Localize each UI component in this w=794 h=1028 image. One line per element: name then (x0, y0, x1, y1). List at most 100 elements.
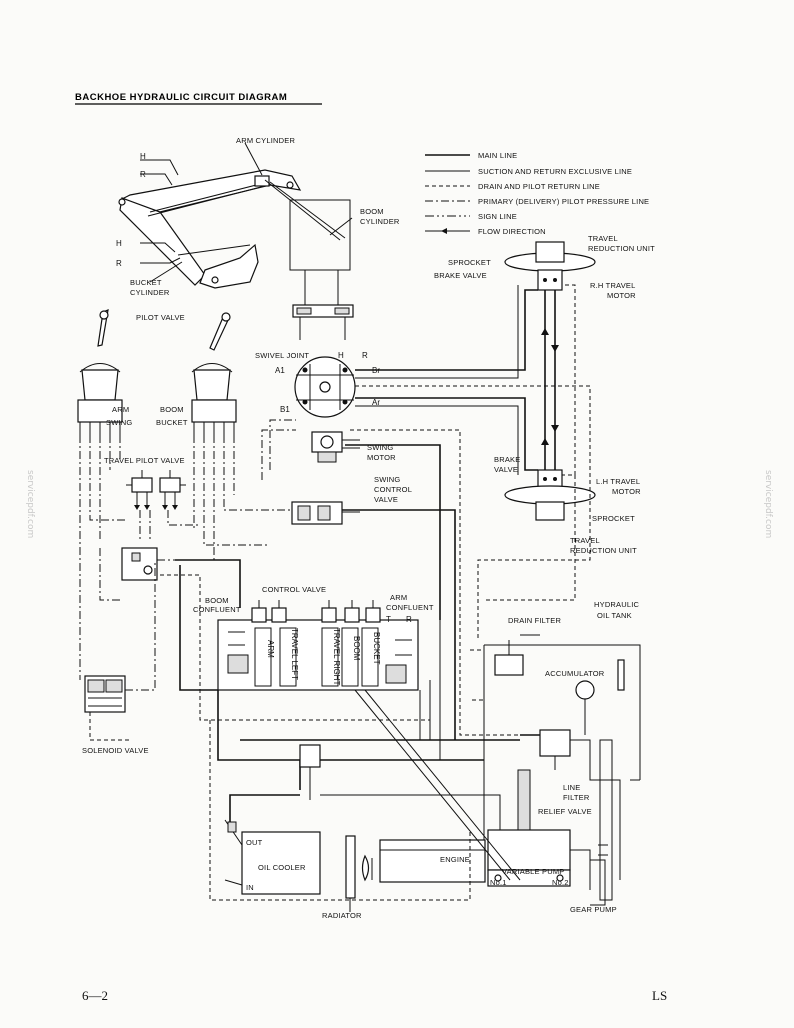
port-r-mid: R (116, 259, 122, 268)
port-b1: B1 (280, 405, 290, 414)
watermark-right: servicepdf.com (763, 470, 773, 538)
lh-travel-motor-label-1: L.H TRAVEL (596, 477, 640, 486)
hydraulic-oil-tank-label-2: OIL TANK (597, 611, 632, 620)
hydraulic-oil-tank (483, 634, 641, 845)
hydraulic-oil-tank-label-1: HYDRAULIC (594, 600, 640, 609)
center-joint (299, 744, 321, 768)
spool-travel-left-label: TRAVEL LEFT (290, 628, 299, 680)
control-valve (217, 600, 419, 691)
boom-arm-linkage (118, 142, 353, 289)
oil-cooler (224, 819, 321, 895)
oil-cooler-label: OIL COOLER (258, 863, 306, 872)
bucket-cylinder-rod (177, 244, 251, 256)
solenoid-valve (84, 560, 156, 741)
pilot-valve-left (77, 309, 123, 435)
page-number: 6—2 (82, 988, 108, 1003)
port-ar: Ar (372, 398, 380, 407)
radiator-label: RADIATOR (322, 911, 362, 920)
main-circuit-lower (209, 620, 640, 901)
drain-loop (355, 385, 591, 640)
arm-swing-label-1: ARM (112, 405, 129, 414)
boom-bucket-label-2: BUCKET (156, 418, 188, 427)
line-filter-label-1: LINE (563, 783, 580, 792)
oil-cooler-in-label: IN (246, 883, 254, 892)
legend-label-pilot: PRIMARY (DELIVERY) PILOT PRESSURE LINE (478, 197, 649, 206)
swivel-joint (294, 356, 356, 418)
flow-arrow-icon (441, 228, 447, 234)
spool-boom-label: BOOM (352, 636, 361, 661)
accumulator-icon (575, 680, 595, 700)
rh-travel-motor-label-1: R.H TRAVEL (590, 281, 635, 290)
brake-valve-top-label: BRAKE VALVE (434, 271, 487, 280)
swing-motor-label-2: MOTOR (367, 453, 396, 462)
legend-label-sign: SIGN LINE (478, 212, 517, 221)
variable-pump (487, 829, 591, 890)
swivel-joint-label: SWIVEL JOINT (255, 351, 309, 360)
legend-label-flow: FLOW DIRECTION (478, 227, 546, 236)
spool-arm-label: ARM (266, 640, 275, 658)
port-t-label: T (386, 615, 391, 624)
variable-pump-label: VARIABLE PUMP (502, 867, 564, 876)
swing-control-label-3: VALVE (374, 495, 398, 504)
swing-control-valve (291, 501, 360, 525)
solenoid-valve-label: SOLENOID VALVE (82, 746, 149, 755)
line-filter (539, 729, 571, 757)
brake-valve-bottom-label-2: VALVE (494, 465, 518, 474)
swing-control-label-1: SWING (374, 475, 400, 484)
travel-lines (355, 284, 576, 476)
arm-confluent-label-1: ARM (390, 593, 407, 602)
boom-bucket-label-1: BOOM (160, 405, 184, 414)
radiator (345, 835, 356, 912)
travel-pilot-valve-label: TRAVEL PILOT VALVE (104, 456, 185, 465)
travel-pilot-valve (126, 470, 186, 510)
port-h-top: H (140, 152, 146, 161)
drain-filter (494, 654, 524, 676)
legend-label-main: MAIN LINE (478, 151, 517, 160)
shuttle-block (99, 547, 175, 601)
sprocket-bottom-label: SPROCKET (592, 514, 635, 523)
fan-icon (361, 854, 370, 882)
engine-label: ENGINE (440, 855, 470, 864)
port-r-swivel: R (362, 351, 368, 360)
boom-cylinder-rod (264, 179, 341, 241)
arm-confluent-label-2: CONFLUENT (386, 603, 434, 612)
sprocket-top-label: SPROCKET (448, 258, 491, 267)
pilot-network (79, 419, 520, 740)
lh-travel-motor-assembly (504, 469, 596, 521)
arm-cylinder-label: ARM CYLINDER (236, 136, 295, 145)
arm-swing-label-2: SWING (106, 418, 132, 427)
relief-valve (517, 769, 531, 831)
accumulator-label: ACCUMULATOR (545, 669, 605, 678)
travel-reduction-top-1: TRAVEL (588, 234, 618, 243)
bucket-cylinder-label-1: BUCKET (130, 278, 162, 287)
lh-sprocket (504, 485, 596, 505)
engine (361, 839, 486, 883)
relief-valve-label: RELIEF VALVE (538, 807, 592, 816)
travel-reduction-bottom-1: TRAVEL (570, 536, 600, 545)
gear-pump (590, 739, 613, 906)
arm-cylinder-rod (149, 181, 269, 213)
lh-travel-motor-label-2: MOTOR (612, 487, 641, 496)
watermark-left: servicepdf.com (25, 470, 35, 538)
legend: MAIN LINE SUCTION AND RETURN EXCLUSIVE L… (425, 151, 649, 236)
gear-pump-label: GEAR PUMP (570, 905, 617, 914)
port-h-mid: H (116, 239, 122, 248)
rh-travel-motor-assembly (504, 241, 596, 291)
pilot-valve-label: PILOT VALVE (136, 313, 185, 322)
rh-travel-motor-label-2: MOTOR (607, 291, 636, 300)
document-code: LS (652, 988, 667, 1003)
spool-travel-right-label: TRAVEL RIGHT (332, 628, 341, 685)
oil-cooler-out-label: OUT (246, 838, 263, 847)
pump-no1-label: No.1 (490, 878, 507, 887)
spool-bucket-label: BUCKET (372, 632, 381, 665)
diagram-title: BACKHOE HYDRAULIC CIRCUIT DIAGRAM (75, 92, 287, 103)
port-h-swivel: H (338, 351, 344, 360)
travel-reduction-top-2: REDUCTION UNIT (588, 244, 655, 253)
legend-label-drain: DRAIN AND PILOT RETURN LINE (478, 182, 600, 191)
brake-valve-bottom-label-1: BRAKE (494, 455, 520, 464)
arm-cylinder-head (254, 175, 270, 187)
swing-motor (311, 431, 360, 463)
arm-cylinder-hoses (140, 159, 179, 186)
